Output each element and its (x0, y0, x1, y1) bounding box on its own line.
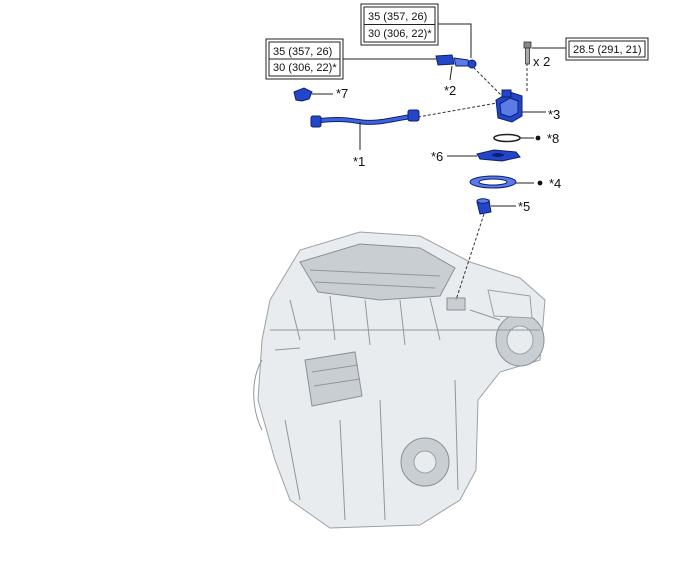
part-3-fuel-pump (495, 89, 546, 123)
callout-label: *1 (353, 154, 365, 169)
torque-spec-box-b: 35 (357, 26) 30 (306, 22)* (265, 38, 436, 80)
pump-mount-boss (446, 297, 466, 311)
torque-spec-line: 35 (357, 26) (368, 11, 427, 23)
quantity-label: x 2 (533, 54, 550, 69)
callout-label: *3 (548, 107, 560, 122)
part-5-lifter (476, 198, 516, 215)
part-6-plate (447, 149, 521, 162)
non-reusable-dot (537, 180, 543, 186)
callout-label: *2 (444, 83, 456, 98)
callout-label: *5 (518, 199, 530, 214)
non-reusable-dot (535, 135, 541, 141)
part-1-fuel-pipe (310, 109, 420, 150)
part-2-fuel-tube-union (435, 54, 477, 81)
callout-labels: *2 *7 *1 *3 *8 *6 *4 *5 x 2 (336, 54, 561, 214)
torque-spec-line: 30 (306, 22)* (368, 28, 432, 40)
engine-assembly (253, 231, 546, 529)
torque-spec-box-a: 35 (357, 26) 30 (306, 22)* (360, 3, 472, 58)
callout-label: *6 (431, 149, 443, 164)
pump-bolt (523, 41, 532, 65)
part-4-gasket (469, 175, 543, 189)
torque-spec-box-c: 28.5 (291, 21) (532, 37, 649, 61)
part-7-bracket (293, 87, 333, 102)
torque-spec-line: 35 (357, 26) (273, 46, 332, 58)
callout-label: *4 (549, 176, 561, 191)
part-8-o-ring (493, 133, 541, 143)
torque-spec-line: 28.5 (291, 21) (573, 44, 642, 56)
callout-label: *7 (336, 86, 348, 101)
callout-label: *8 (547, 131, 559, 146)
torque-spec-line: 30 (306, 22)* (273, 62, 337, 74)
